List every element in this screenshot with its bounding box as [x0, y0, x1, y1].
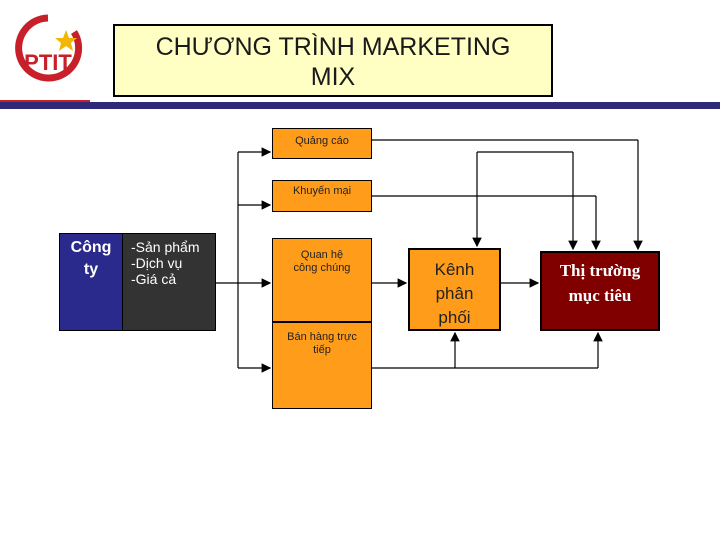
promotion-box: Khuyến mại: [272, 180, 372, 212]
promotion-label: Khuyến mại: [292, 185, 352, 197]
title-line-1: CHƯƠNG TRÌNH MARKETING: [155, 33, 511, 61]
market-line-2: mục tiêu: [568, 286, 632, 305]
target-market-box: Thị trường mục tiêu: [540, 251, 660, 331]
slide-title: CHƯƠNG TRÌNH MARKETING MIX: [113, 24, 553, 97]
direct-label-line-2: tiếp: [313, 344, 331, 356]
channel-line-3: phối: [438, 308, 471, 327]
header-rule: [0, 102, 720, 109]
market-line-1: Thị trường: [559, 261, 641, 280]
offerings-box: -Sản phẩm -Dịch vụ -Giá cả: [122, 233, 216, 331]
direct-label-line-1: Bán hàng trực: [287, 331, 357, 343]
title-line-2: MIX: [310, 63, 356, 91]
offering-product: -Sản phẩm: [131, 239, 200, 255]
offering-price: -Giá cả: [131, 271, 177, 287]
header-accent-line: [0, 100, 90, 102]
advertising-box: Quảng cáo: [272, 128, 372, 159]
channel-line-2: phân: [435, 284, 474, 303]
pr-label-line-2: công chúng: [293, 262, 351, 274]
company-line-2: ty: [83, 261, 99, 278]
logo-text: PTIT: [24, 50, 72, 75]
pr-label-line-1: Quan hệ: [300, 249, 344, 261]
company-box: Công ty: [59, 233, 123, 331]
ptit-logo: PTIT: [15, 14, 83, 82]
distribution-channel-box: Kênh phân phối: [408, 248, 501, 331]
company-line-1: Công: [70, 239, 112, 256]
channel-line-1: Kênh: [434, 260, 475, 279]
public-relations-box: Quan hệ công chúng: [272, 238, 372, 322]
direct-sales-box: Bán hàng trực tiếp: [272, 322, 372, 409]
offering-service: -Dịch vụ: [131, 255, 183, 271]
advertising-label: Quảng cáo: [295, 135, 349, 147]
